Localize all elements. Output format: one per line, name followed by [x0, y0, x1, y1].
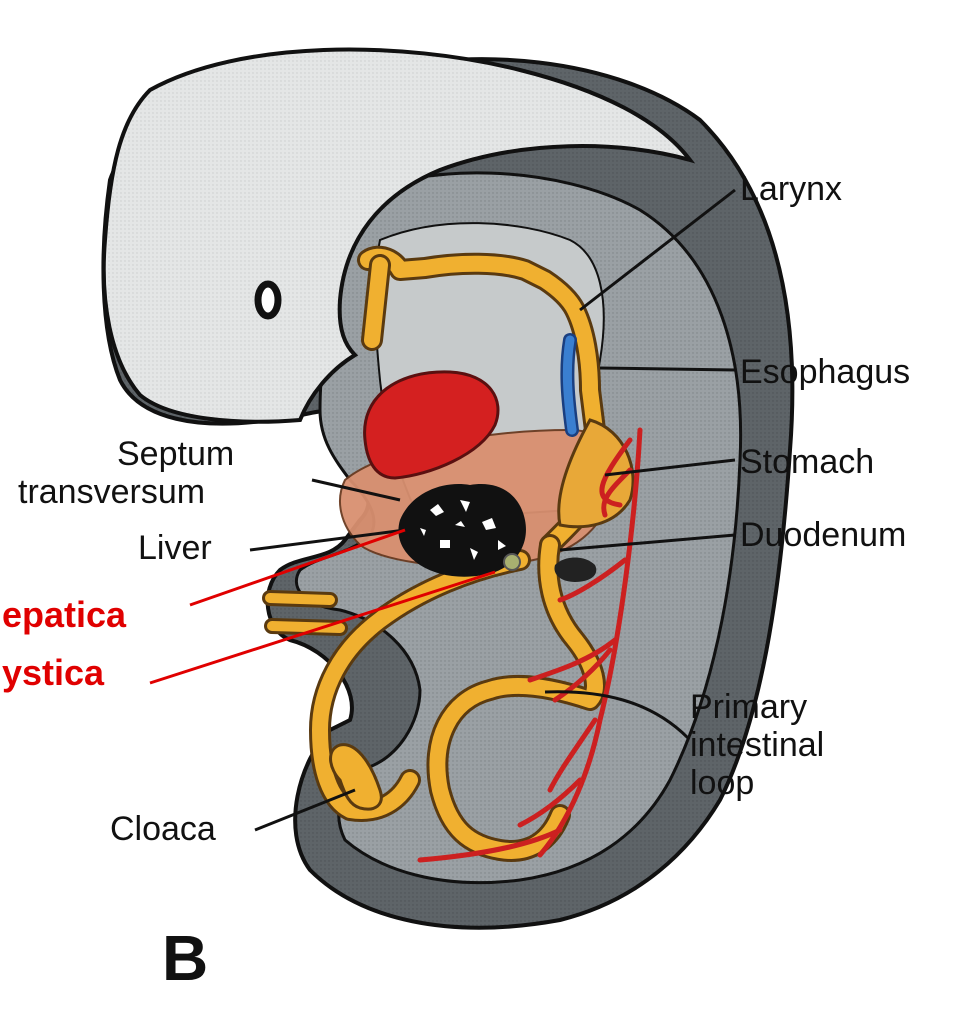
label-primary-3: loop — [690, 764, 754, 802]
label-septum-2: transversum — [18, 473, 205, 511]
label-esophagus: Esophagus — [740, 353, 910, 391]
label-cystica: ystica — [2, 652, 105, 693]
label-duodenum: Duodenum — [740, 516, 906, 554]
label-hepatica: epatica — [2, 594, 127, 635]
label-septum-1: Septum — [117, 435, 234, 473]
hepatic-diverticulum — [504, 554, 520, 570]
label-primary-2: intestinal — [690, 726, 824, 764]
panel-letter: B — [162, 922, 208, 994]
label-primary-1: Primary — [690, 688, 807, 726]
label-cloaca: Cloaca — [110, 810, 216, 848]
leader-esophagus — [600, 368, 735, 370]
otic-vesicle — [258, 284, 278, 316]
label-stomach: Stomach — [740, 443, 874, 481]
label-larynx: Larynx — [740, 170, 842, 208]
label-liver: Liver — [138, 529, 212, 567]
